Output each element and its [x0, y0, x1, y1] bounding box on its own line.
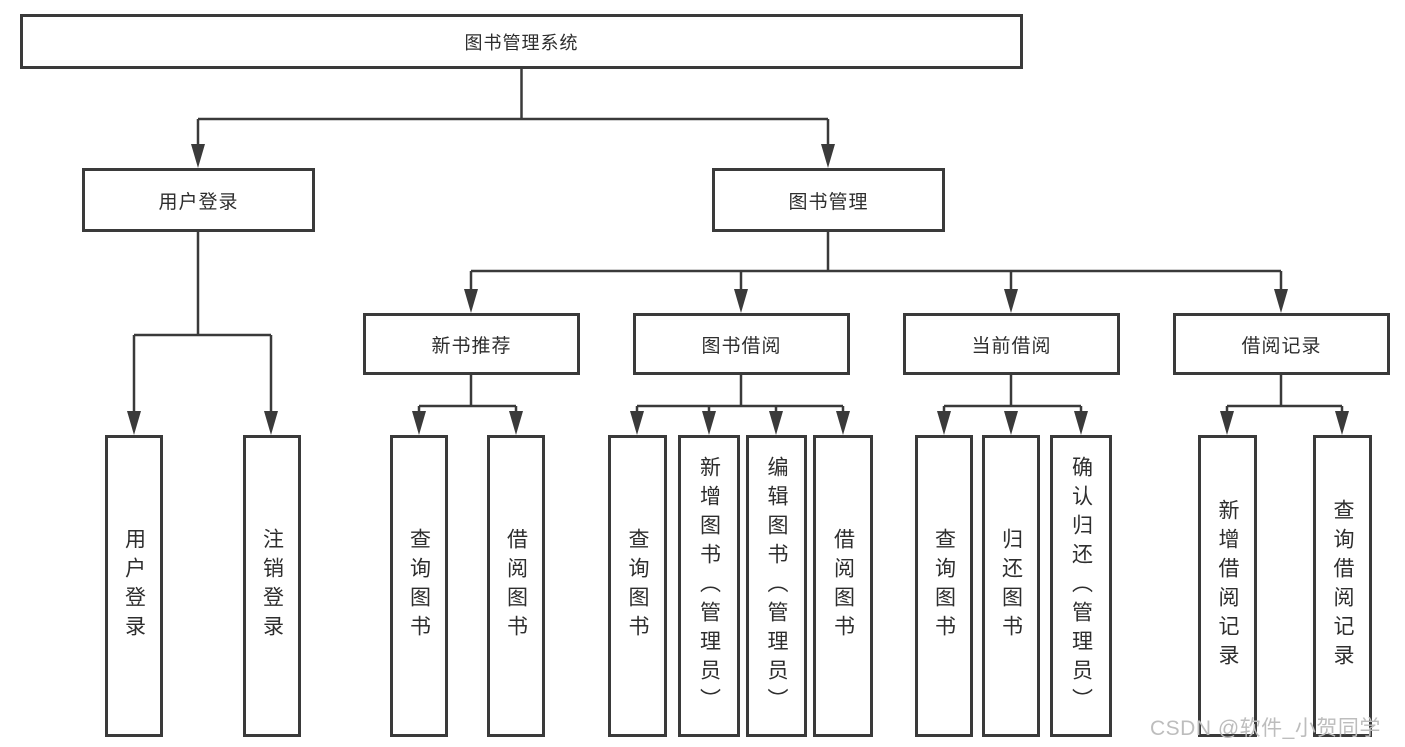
csdn-watermark: CSDN @软件_小贺同学 — [1150, 717, 1381, 740]
node-label: 借阅图书 — [504, 528, 528, 644]
node-label: 新增图书（管理员） — [697, 455, 721, 717]
node-book-management: 图书管理 — [712, 168, 945, 232]
node-label: 编辑图书（管理员） — [765, 455, 788, 717]
leaf-return-books: 归还图书 — [982, 435, 1040, 737]
node-book-borrowing: 图书借阅 — [633, 313, 850, 375]
node-label: 当前借阅 — [971, 335, 1052, 357]
leaf-add-borrow-record: 新增借阅记录 — [1198, 435, 1257, 737]
node-label: 确认归还（管理员） — [1069, 455, 1093, 717]
node-label: 图书管理 — [788, 191, 869, 213]
node-label: 新增借阅记录 — [1216, 499, 1239, 673]
node-label: 查询图书 — [626, 528, 649, 644]
leaf-user-login: 用户登录 — [105, 435, 163, 737]
node-label: 用户登录 — [158, 191, 239, 213]
node-label: 借阅记录 — [1241, 335, 1322, 357]
leaf-borrow-books-recommend: 借阅图书 — [487, 435, 545, 737]
node-user-login: 用户登录 — [82, 168, 315, 232]
leaf-add-book-admin: 新增图书（管理员） — [678, 435, 740, 737]
node-label: 查询图书 — [407, 528, 431, 644]
node-current-borrowing: 当前借阅 — [903, 313, 1120, 375]
leaf-logout: 注销登录 — [243, 435, 301, 737]
node-label: 查询借阅记录 — [1331, 499, 1354, 673]
node-new-book-recommend: 新书推荐 — [363, 313, 580, 375]
node-label: 注销登录 — [260, 528, 284, 644]
node-borrowing-records: 借阅记录 — [1173, 313, 1390, 375]
node-label: 归还图书 — [999, 528, 1023, 644]
node-label: 新书推荐 — [431, 335, 512, 357]
node-library-management-system: 图书管理系统 — [20, 14, 1023, 69]
leaf-query-books-current: 查询图书 — [915, 435, 973, 737]
leaf-borrow-books: 借阅图书 — [813, 435, 873, 737]
node-label: 查询图书 — [932, 528, 956, 644]
leaf-query-books-recommend: 查询图书 — [390, 435, 448, 737]
leaf-query-borrow-record: 查询借阅记录 — [1313, 435, 1372, 737]
leaf-query-books-borrow: 查询图书 — [608, 435, 667, 737]
node-label: 图书借阅 — [701, 335, 782, 357]
node-label: 用户登录 — [122, 528, 146, 644]
node-label: 图书管理系统 — [464, 32, 579, 53]
node-label: 借阅图书 — [831, 528, 855, 644]
leaf-edit-book-admin: 编辑图书（管理员） — [746, 435, 807, 737]
leaf-confirm-return-admin: 确认归还（管理员） — [1050, 435, 1112, 737]
